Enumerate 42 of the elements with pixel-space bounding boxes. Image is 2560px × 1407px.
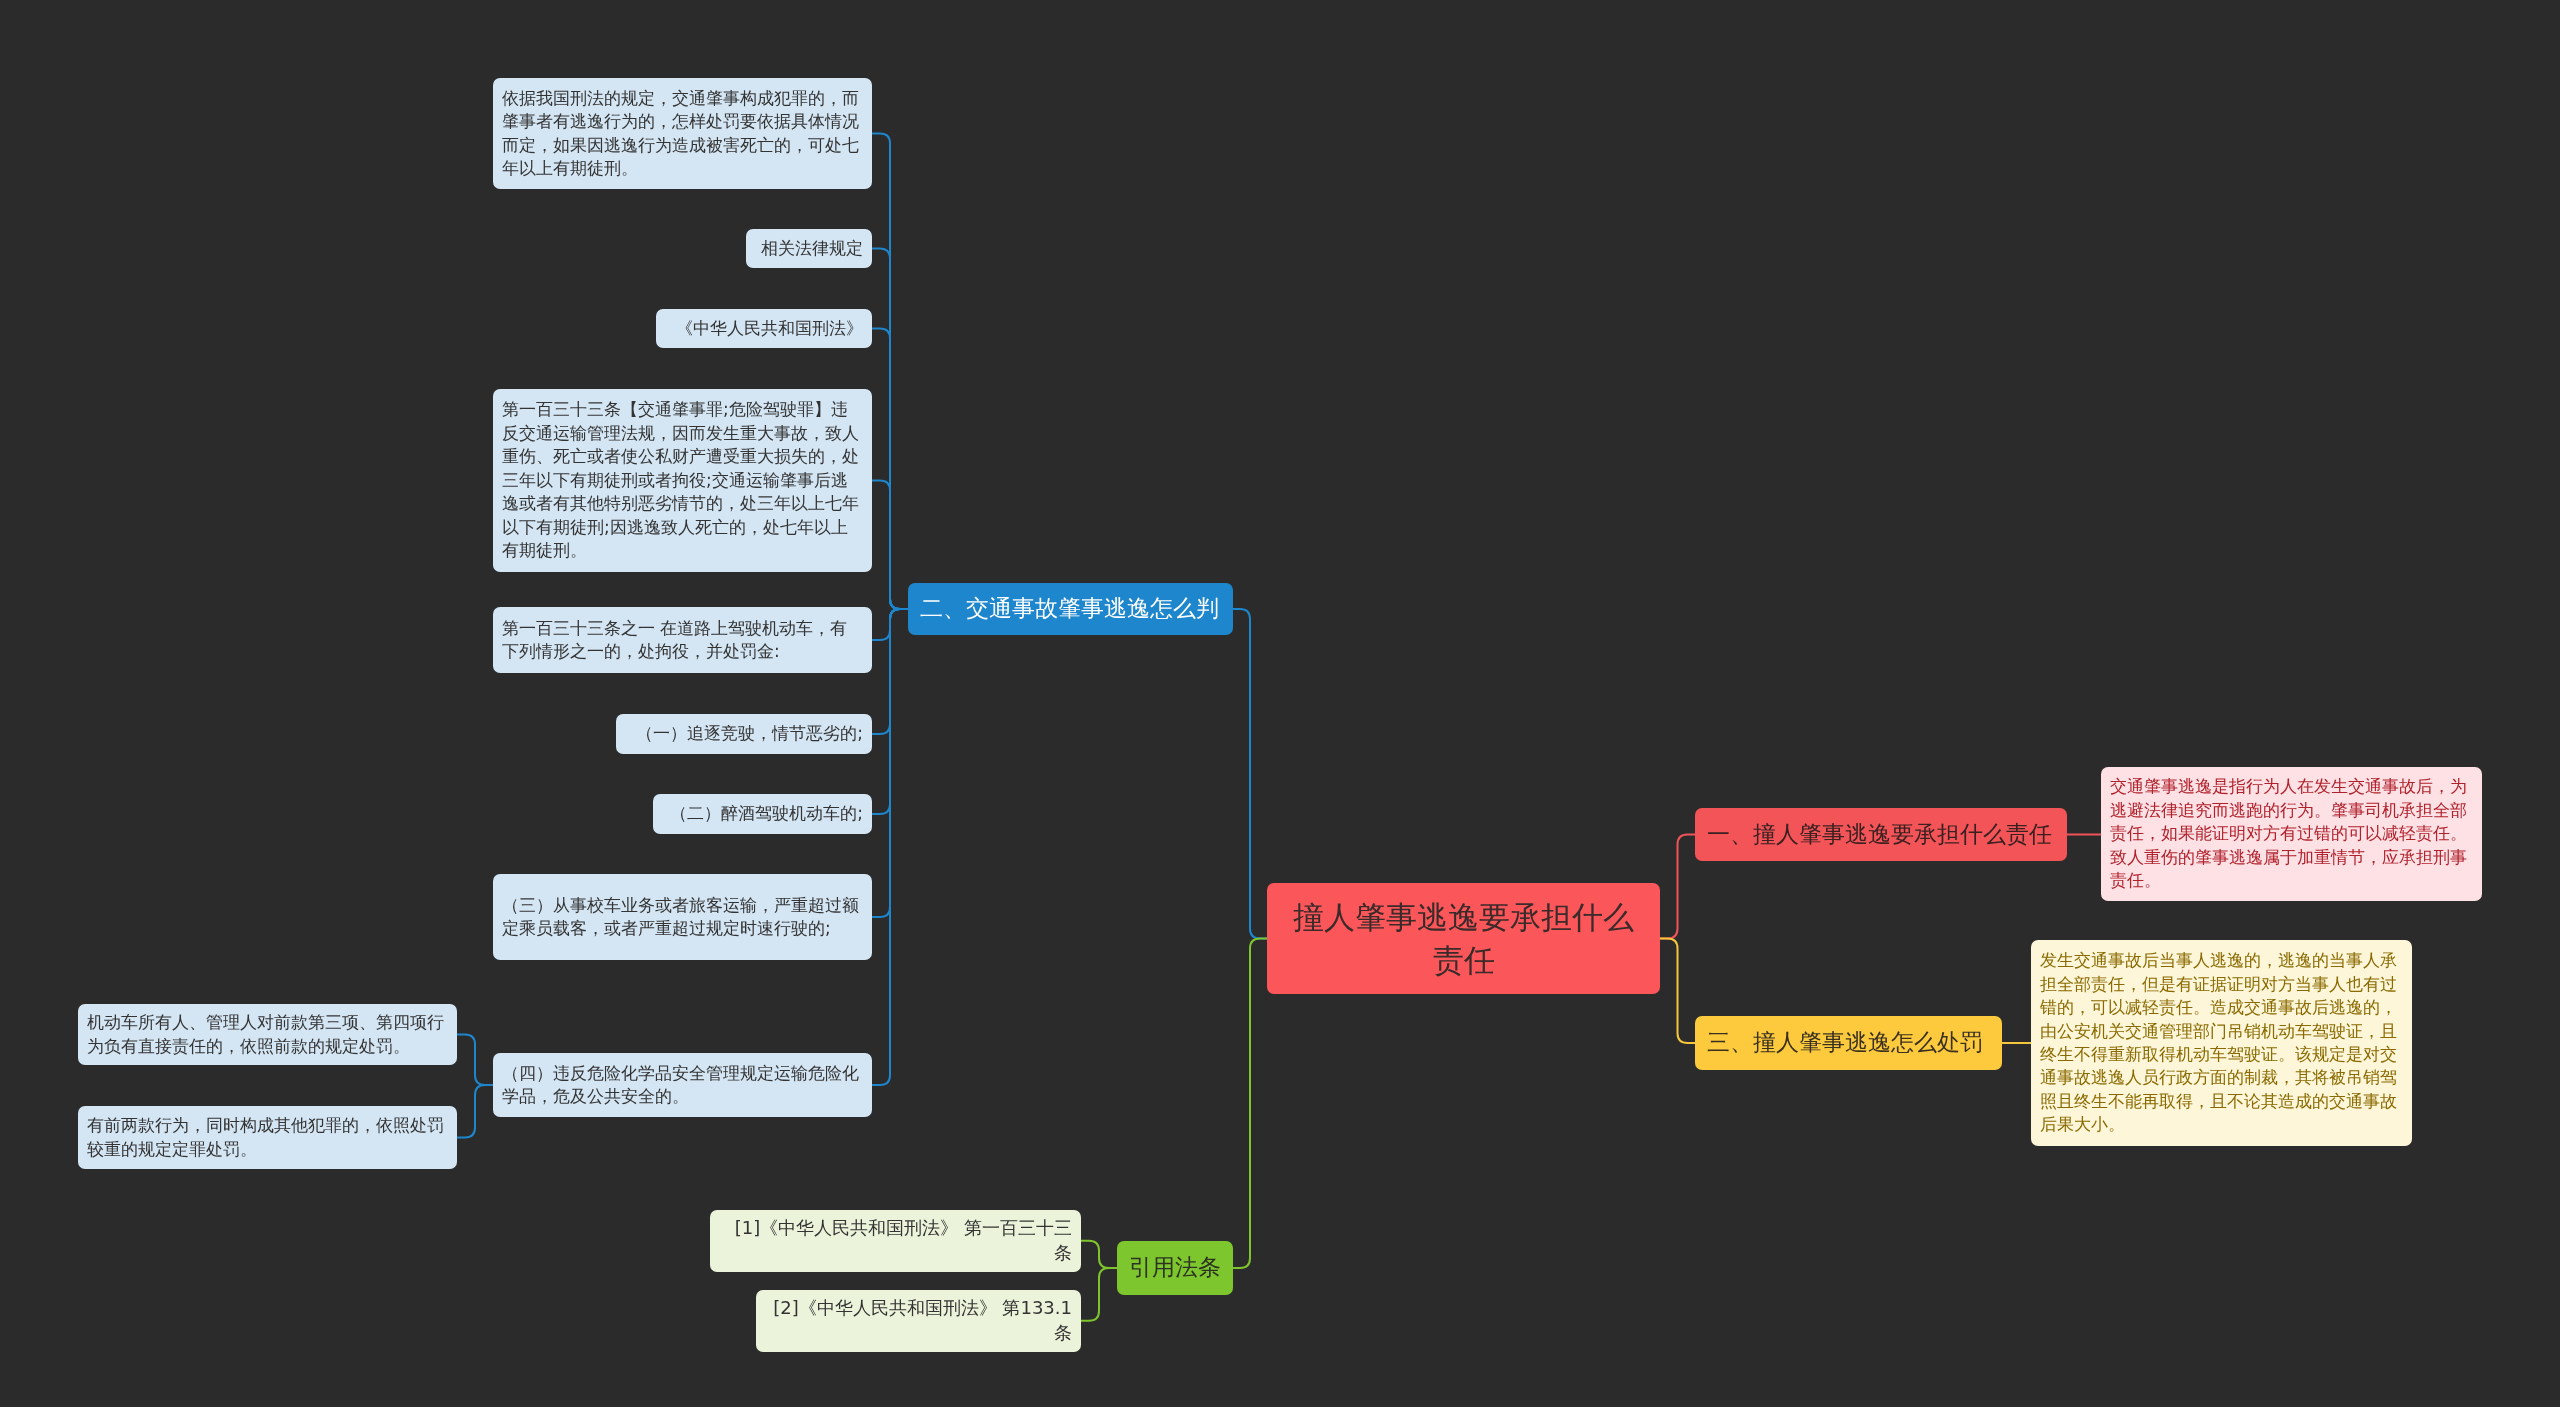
branch-topic [1695, 808, 2067, 861]
connector-line [2066, 833, 2102, 836]
node-text: 第一百三十三条之一 在道路上驾驶机动车，有下列情形之一的，处拘役，并处罚金: [502, 616, 849, 663]
node-text: （一）追逐竞驶，情节恶劣的; [635, 722, 863, 746]
branch-topic [1695, 1016, 2002, 1070]
node-text: 二、交通事故肇事逃逸怎么判 [920, 594, 1220, 624]
detail-note [2101, 767, 2482, 901]
connector-line [456, 1084, 494, 1139]
detail-note [656, 309, 872, 348]
node-text: 发生交通事故后当事人逃逸的，逃逸的当事人承担全部责任，但是有证据证明对方当事人也有过错的，可以减轻责任。造成交通事故后逃逸的，由公安机关交通管理部门吊销机动车驾驶证，且终生不得重新取得机动车驾驶证。该规定是对交通事故逃逸人员行政方面的制裁，其将被吊销驾照且终生不能再取得，且不论其造成的交通事故后果大小。 [2040, 949, 2398, 1137]
node-text: 《中华人民共和国刑法》 [675, 316, 863, 340]
branch-topic [1117, 1241, 1233, 1295]
detail-note [78, 1004, 457, 1065]
detail-note [78, 1106, 457, 1169]
node-text: 第一百三十三条【交通肇事罪;危险驾驶罪】违反交通运输管理法规，因而发生重大事故，致人重伤、死亡或者使公私财产遭受重大损失的，处三年以下有期徒刑或者拘役;交通运输肇事后逃逸或者有其他特别恶劣情节的，处三年以上七年以下有期徒刑;因逃逸致人死亡的，处七年以上有期徒刑。 [502, 398, 860, 563]
detail-note [616, 714, 872, 754]
detail-note [493, 1053, 872, 1117]
node-text: [1]《中华人民共和国刑法》 第一百三十三条 [733, 1216, 1072, 1265]
detail-note [493, 78, 872, 189]
node-text: [2]《中华人民共和国刑法》 第133.1条 [772, 1296, 1072, 1345]
detail-note [493, 607, 872, 673]
detail-note [493, 874, 872, 960]
citation-note [710, 1210, 1081, 1272]
node-text: 撞人肇事逃逸要承担什么责任 [1292, 897, 1635, 980]
connector-line [2001, 1042, 2032, 1044]
detail-note [653, 794, 872, 834]
branch-topic [908, 583, 1233, 635]
node-text: （三）从事校车业务或者旅客运输，严重超过额定乘员载客，或者严重超过规定时速行驶的; [502, 893, 860, 940]
node-text: 引用法条 [1129, 1253, 1221, 1283]
root-topic [1267, 883, 1660, 994]
node-text: （四）违反危险化学品安全管理规定运输危险化学品，危及公共安全的。 [502, 1061, 860, 1108]
node-text: 三、撞人肇事逃逸怎么处罚 [1707, 1028, 1984, 1058]
node-text: 交通肇事逃逸是指行为人在发生交通事故后，为逃避法律追究而逃跑的行为。肇事司机承担全部责任，如果能证明对方有过错的可以减轻责任。致人重伤的肇事逃逸属于加重情节，应承担刑事责任。 [2110, 775, 2468, 893]
node-text: 一、撞人肇事逃逸要承担什么责任 [1707, 819, 2053, 849]
connector-line [1080, 1267, 1118, 1322]
node-text: 依据我国刑法的规定，交通肇事构成犯罪的，而肇事者有逃逸行为的，怎样处罚要依据具体情况而定，如果因逃逸行为造成被害死亡的，可处七年以上有期徒刑。 [502, 86, 860, 180]
detail-note [746, 229, 872, 268]
node-text: 相关法律规定 [760, 236, 863, 260]
node-text: 机动车所有人、管理人对前款第三项、第四项行为负有直接责任的，依照前款的规定处罚。 [87, 1011, 445, 1058]
node-text: （二）醉酒驾驶机动车的; [669, 802, 863, 826]
node-text: 有前两款行为，同时构成其他犯罪的，依照处罚较重的规定定罪处罚。 [87, 1114, 445, 1161]
citation-note [756, 1290, 1081, 1352]
